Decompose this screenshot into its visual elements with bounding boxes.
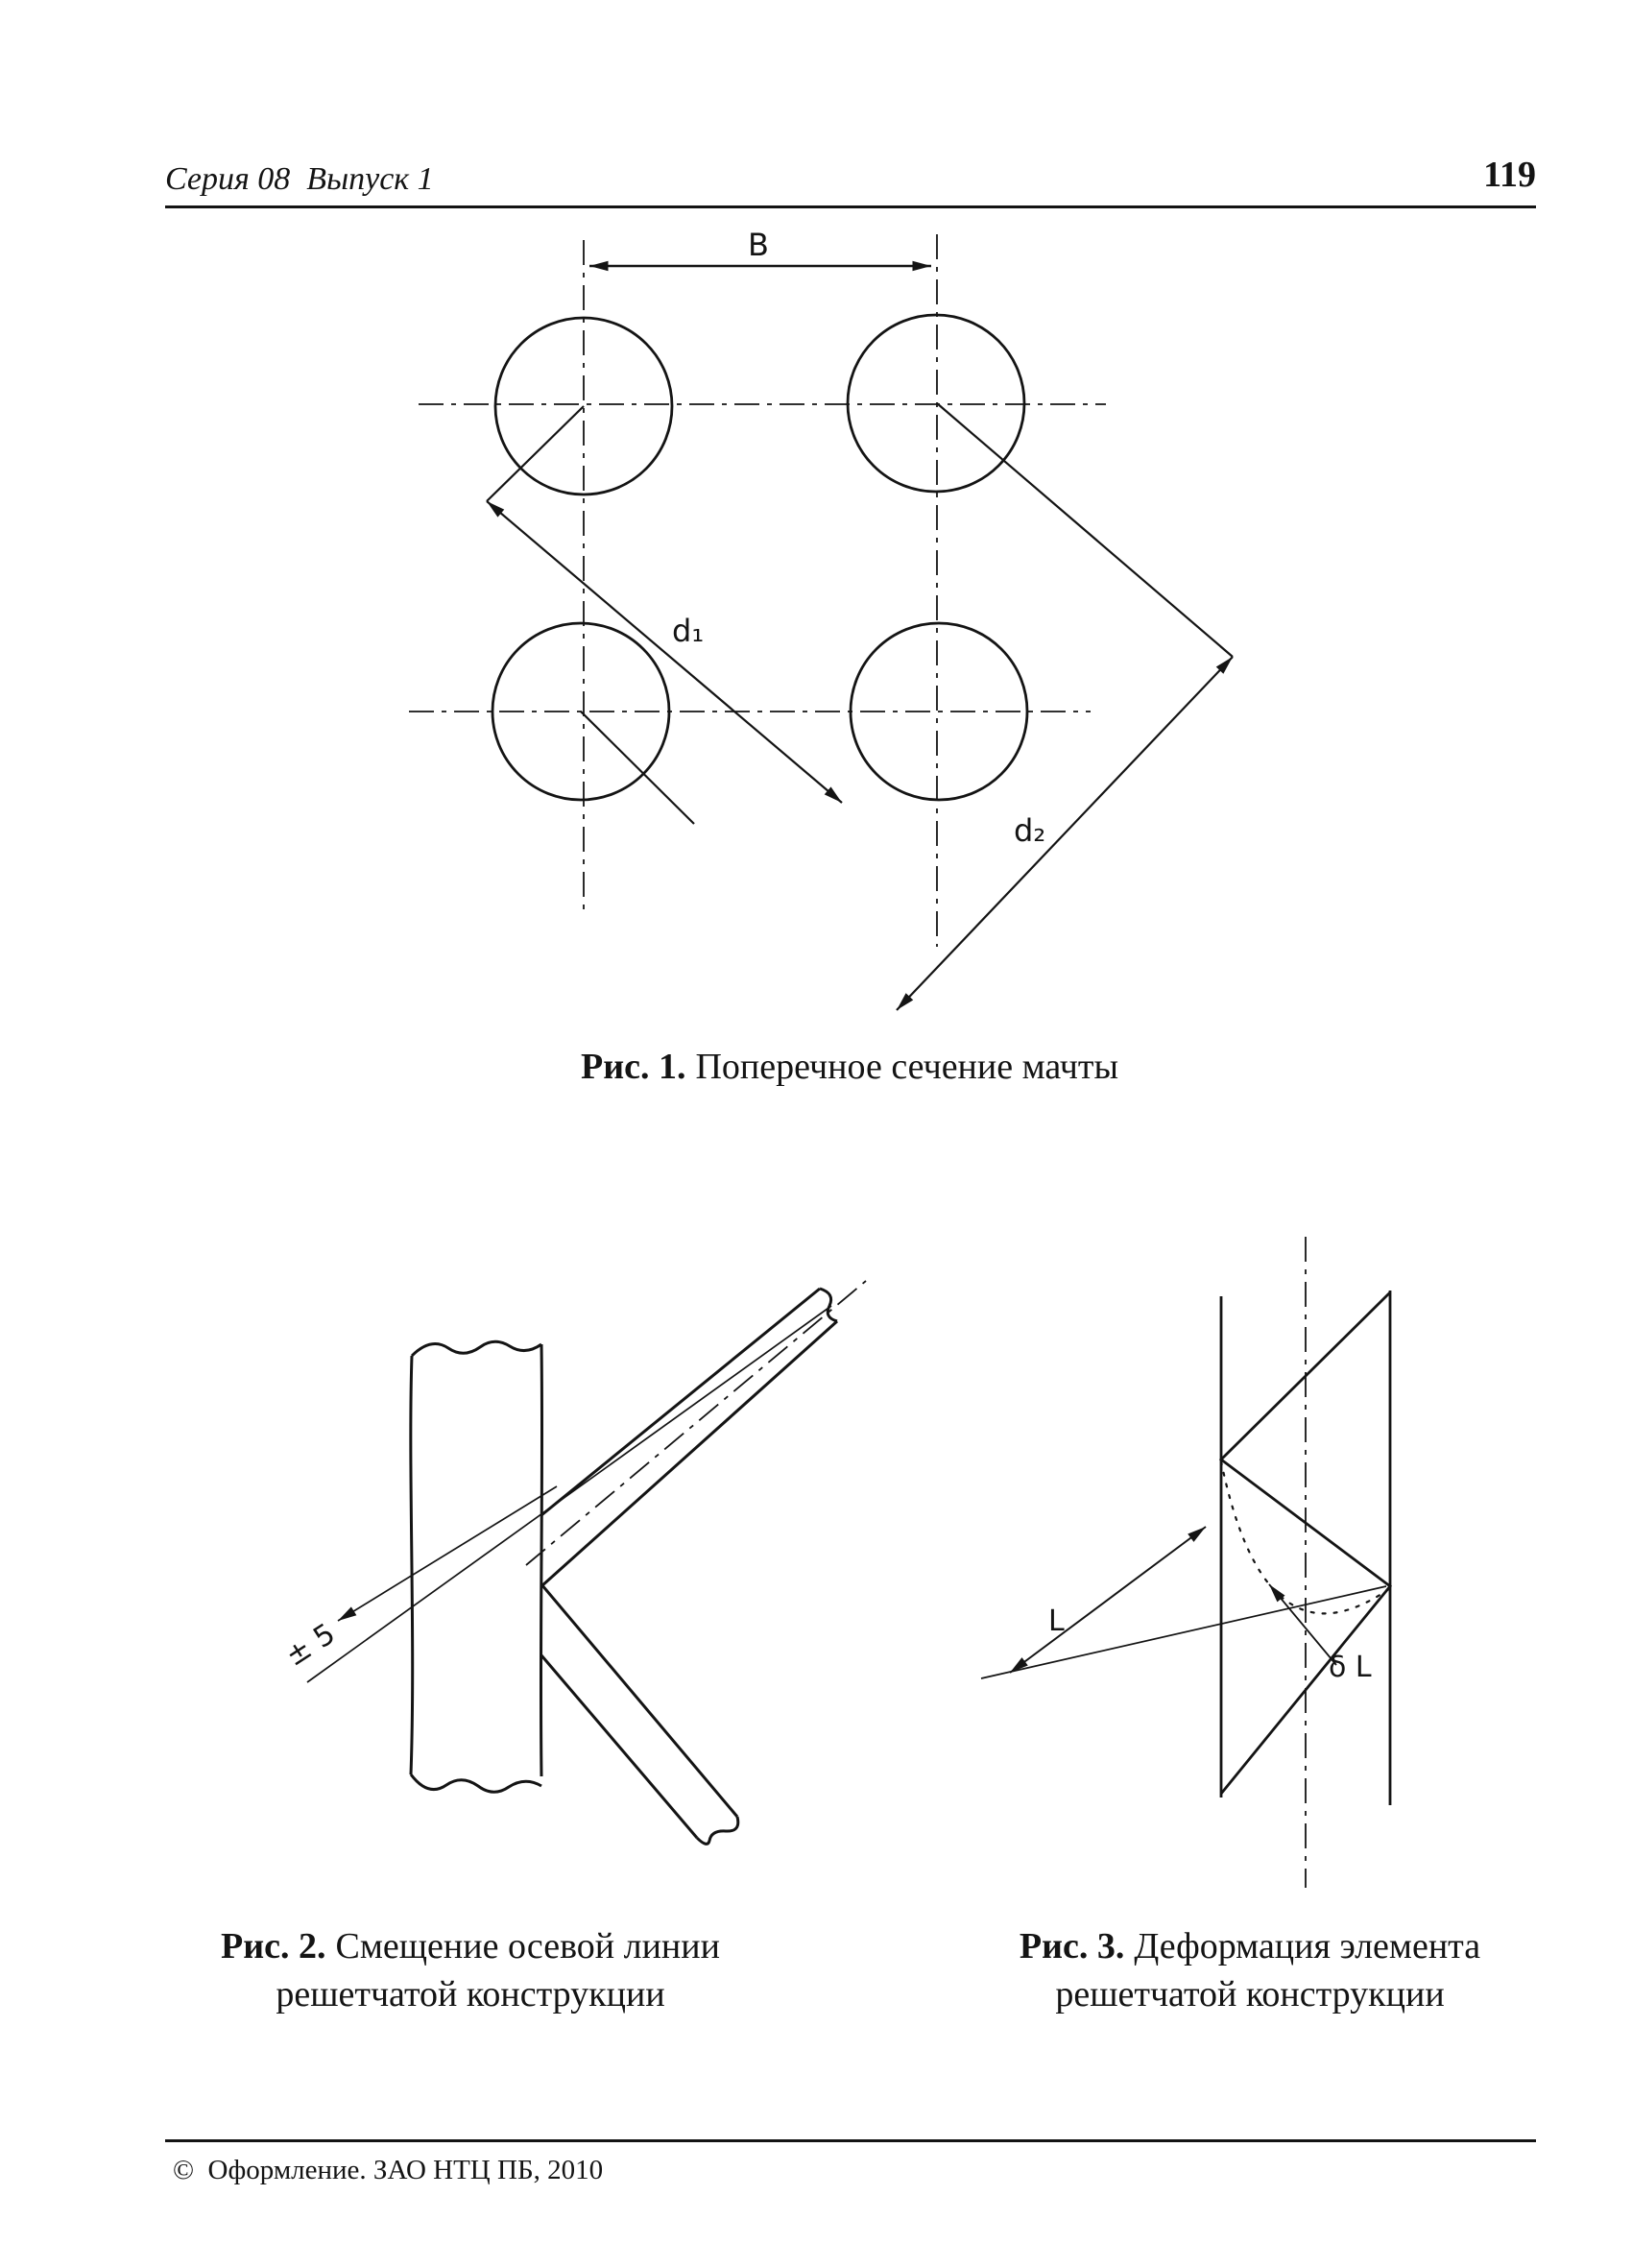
fig3-caption-text: Деформация элемента xyxy=(1134,1926,1481,1966)
header-rule xyxy=(165,205,1536,208)
fig2-upper-brace-edge2 xyxy=(540,1319,839,1588)
fig2-lower-brace-edge2 xyxy=(540,1654,699,1839)
fig3-drawing xyxy=(980,1237,1393,1888)
fig2-offset-line xyxy=(337,1485,558,1622)
fig3-caption-label: Рис. 3. xyxy=(1019,1926,1125,1966)
fig1-drawing xyxy=(409,234,1234,1011)
fig2-caption-line1: Рис. 2.Смещение осевой линии xyxy=(134,1922,806,1970)
fig2-axis-line xyxy=(306,1305,832,1683)
fig2-upper-brace-edge1 xyxy=(540,1287,821,1517)
fig2-lower-brace-edge1 xyxy=(540,1583,739,1818)
fig2-caption-line2: решетчатой конструкции xyxy=(276,1974,665,2015)
fig2-lower-brace-break xyxy=(695,1816,740,1846)
fig2-column-break-top xyxy=(410,1339,542,1358)
fig2-brace-centerline xyxy=(525,1280,867,1566)
fig3-labels: L δ L xyxy=(1048,1604,1372,1684)
fig2-upper-brace-break xyxy=(819,1287,838,1323)
fig3-label-delta: δ L xyxy=(1329,1651,1372,1684)
fig1-label-b: B xyxy=(748,227,769,263)
fig1-caption-text: Поперечное сечение мачты xyxy=(695,1047,1118,1087)
fig1-centerlines xyxy=(409,234,1106,947)
fig3-caption-line2: решетчатой конструкции xyxy=(1055,1974,1445,2015)
fig2-column-break-bottom xyxy=(409,1773,542,1794)
fig1-leg-top-left xyxy=(493,316,674,496)
fig1-dim-d1-line xyxy=(486,500,843,804)
fig2-caption-label: Рис. 2. xyxy=(221,1926,326,1966)
fig3-dim-delta-line xyxy=(1268,1583,1337,1666)
fig3-deformed-element xyxy=(1219,1460,1392,1615)
fig2-caption: Рис. 2.Смещение осевой линии решетчатой … xyxy=(134,1922,806,2018)
fig2-column-left-edge xyxy=(409,1355,415,1775)
fig3-caption: Рис. 3.Деформация элемента решетчатой ко… xyxy=(912,1922,1588,2018)
footer-rule xyxy=(165,2139,1536,2142)
fig1-d1-radial-bottom xyxy=(580,711,695,825)
fig1-label-d2: d₂ xyxy=(1014,812,1045,849)
fig2-drawing xyxy=(306,1280,867,1846)
fig1-label-d1: d₁ xyxy=(672,613,704,649)
fig2-caption-text: Смещение осевой линии xyxy=(335,1926,720,1966)
fig2-column-right-edge xyxy=(539,1343,544,1777)
fig1-labels: B d₁ d₂ xyxy=(672,227,1045,849)
fig1-caption: Рис. 1.Поперечное сечение мачты xyxy=(466,1043,1234,1091)
fig1-d2-radial xyxy=(936,402,1234,658)
fig3-dim-l-line xyxy=(1009,1526,1207,1674)
fig3-label-l: L xyxy=(1048,1604,1065,1638)
fig3-diagonals xyxy=(1218,1291,1393,1795)
fig1-dim-d2-line xyxy=(896,656,1234,1011)
header-series-title: Серия 08 Выпуск 1 xyxy=(165,161,434,197)
fig1-d1-radial-top xyxy=(486,405,585,502)
fig1-leg-top-right xyxy=(846,313,1026,494)
fig1-caption-label: Рис. 1. xyxy=(581,1047,686,1087)
page-number: 119 xyxy=(1483,155,1536,195)
fig3-caption-line1: Рис. 3.Деформация элемента xyxy=(912,1922,1588,1970)
footer-copyright: © Оформление. ЗАО НТЦ ПБ, 2010 xyxy=(173,2155,604,2185)
